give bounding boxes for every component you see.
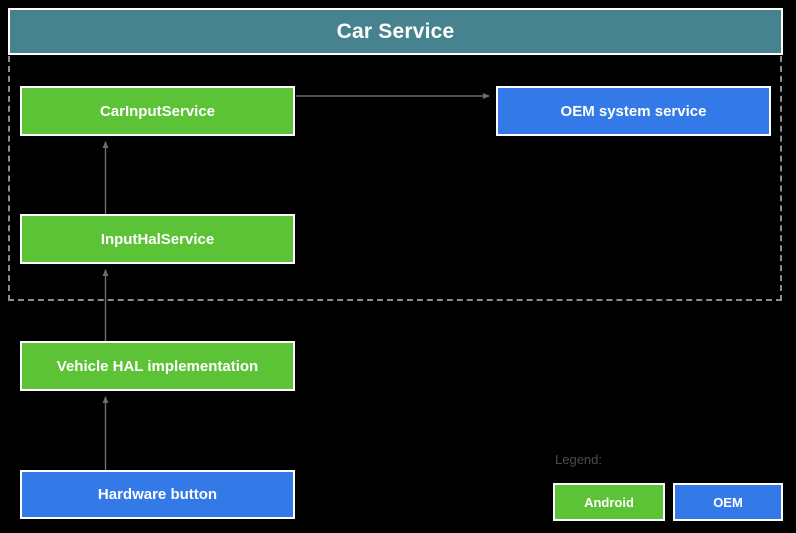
node-hardware-button[interactable]: Hardware button [20, 470, 295, 519]
node-vehicle-hal-implementation-label: Vehicle HAL implementation [56, 357, 259, 375]
node-oem-system-service-label: OEM system service [560, 102, 707, 120]
legend-title: Legend: [555, 452, 602, 467]
node-hardware-button-label: Hardware button [97, 486, 218, 503]
legend-item-oem: OEM [673, 483, 783, 521]
node-oem-system-service[interactable]: OEM system service [496, 86, 771, 136]
legend-item-oem-label: OEM [713, 494, 743, 510]
node-input-hal-service-label: InputHalService [100, 230, 215, 248]
legend-item-android: Android [553, 483, 665, 521]
car-service-title-bar: Car Service [8, 8, 783, 55]
node-car-input-service-label: CarInputService [99, 102, 216, 120]
node-input-hal-service[interactable]: InputHalService [20, 214, 295, 264]
legend: Legend: Android OEM [553, 452, 785, 524]
legend-item-android-label: Android [584, 494, 634, 510]
node-vehicle-hal-implementation[interactable]: Vehicle HAL implementation [20, 341, 295, 391]
page-title: Car Service [336, 19, 455, 43]
node-car-input-service[interactable]: CarInputService [20, 86, 295, 136]
